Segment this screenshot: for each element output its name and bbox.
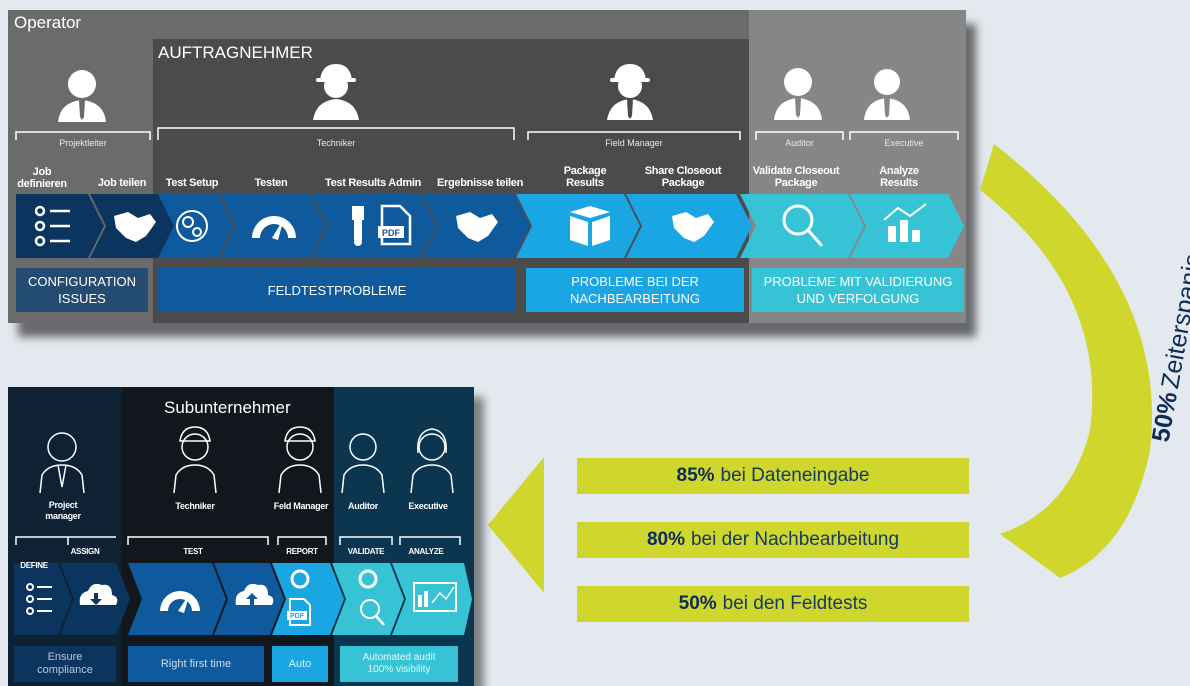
handshake-icon-2 [456, 212, 498, 242]
manager-icon [58, 70, 106, 122]
executive-icon [864, 69, 910, 120]
bottom-gear-pdf-icon: PDF [287, 569, 311, 626]
outcome-right-first-time: Right first time [128, 646, 264, 682]
phase-analyze: ANALYZE [408, 547, 444, 556]
problem-configuration: CONFIGURATION ISSUES [16, 268, 148, 312]
left-arrow [488, 457, 544, 593]
gauge-icon [252, 216, 296, 240]
role-label-techniker: Techniker [316, 138, 356, 148]
step-label-test-results-admin: Test Results Admin [324, 177, 422, 189]
worker-helmet-icon [313, 64, 359, 120]
step-label-testen: Testen [254, 177, 288, 189]
step-label-test-setup: Test Setup [165, 177, 219, 189]
step-label-share-closeout: Share Closeout Package [644, 165, 722, 189]
bottom-role-techniker: Techniker [175, 501, 215, 511]
problem-nachbearbeitung: PROBLEME BEI DER NACHBEARBEITUNG [526, 268, 744, 312]
problem-feldtest: FELDTESTPROBLEME [158, 268, 516, 312]
auditor-icon [774, 68, 822, 120]
handshake-icon [114, 212, 156, 242]
checklist-icon [34, 205, 70, 247]
saving-text-2: bei der Nachbearbeitung [690, 529, 900, 550]
bottom-role-icons: PDF [14, 426, 472, 635]
outcome-automated-audit: Automated audit 100% visibility [340, 646, 458, 682]
usb-icon [352, 206, 364, 246]
bottom-gear-magnifier-icon [358, 569, 385, 626]
auditor-outline-icon [341, 433, 385, 494]
project-manager-icon [39, 432, 85, 494]
bottom-role-executive: Executive [408, 501, 448, 511]
step-label-job-teilen: Job teilen [97, 177, 147, 189]
saving-percent-2: 80% [646, 529, 685, 550]
contractor-title: AUFTRAGNEHMER [158, 43, 313, 62]
role-braces [15, 127, 959, 140]
gears-icon [176, 210, 208, 242]
phase-brackets [15, 536, 461, 545]
arc-percent: 50% [1146, 389, 1183, 444]
phase-assign: ASSIGN [70, 547, 100, 556]
analytics-icon [883, 203, 927, 242]
bottom-pdf-text: PDF [290, 613, 305, 620]
saving-bar-2: 80%bei der Nachbearbeitung [577, 522, 969, 558]
problem-validierung: PROBLEME MIT VALIDIERUNG UND VERFOLGUNG [752, 268, 964, 312]
saving-text-1: bei Dateneingabe [720, 465, 870, 486]
bottom-checklist-icon [26, 583, 52, 615]
technician-helmet-icon [173, 426, 217, 494]
step-label-analyze-results: Analyze Results [879, 165, 919, 189]
magnifier-icon [782, 204, 824, 247]
bottom-role-project-manager: Project manager [45, 500, 81, 521]
pdf-icon: PDF [378, 204, 412, 246]
phase-report: REPORT [286, 547, 318, 556]
saving-percent-3: 50% [678, 593, 717, 614]
bottom-role-auditor: Auditor [348, 501, 378, 511]
top-role-icons [15, 64, 959, 140]
outcome-auto: Auto [272, 646, 328, 682]
phase-define: DEFINE [20, 561, 48, 570]
role-label-executive: Executive [884, 138, 924, 148]
role-label-projektleiter: Projektleiter [59, 138, 107, 148]
cloud-download-icon [79, 583, 118, 605]
phase-validate: VALIDATE [347, 547, 385, 556]
box-icon [570, 206, 610, 246]
role-label-auditor: Auditor [785, 138, 814, 148]
phase-test: TEST [183, 547, 203, 556]
role-label-field-manager: Field Manager [605, 138, 663, 148]
top-process-chevrons: PDF [16, 194, 964, 258]
saving-percent-1: 85% [676, 465, 715, 486]
cloud-upload-icon [235, 583, 274, 605]
saving-bar-3: 50%bei den Feldtests [577, 586, 969, 622]
field-manager-helmet-icon [278, 426, 322, 494]
saving-text-3: bei den Feldtests [722, 593, 868, 614]
bottom-gauge-icon [160, 591, 200, 613]
engineer-helmet-icon [607, 64, 653, 120]
savings-arc [980, 144, 1153, 578]
step-label-validate-closeout: Validate Closeout Package [752, 165, 840, 189]
operator-title: Operator [14, 13, 82, 32]
outcome-compliance: Ensure compliance [14, 646, 116, 682]
step-label-ergebnisse-teilen: Ergebnisse teilen [437, 177, 523, 189]
executive-woman-icon [410, 428, 454, 494]
pdf-text: PDF [382, 228, 401, 238]
step-label-package-results: Package Results [563, 165, 607, 189]
handshake-icon-3 [672, 212, 714, 242]
dashboard-icon [413, 582, 457, 612]
saving-bar-1: 85%bei Dateneingabe [577, 458, 969, 494]
step-label-job-definieren: Job definieren [17, 166, 67, 190]
bottom-role-feld-manager: Feld Manager [273, 501, 329, 511]
subcontractor-title: Subunternehmer [164, 398, 291, 417]
